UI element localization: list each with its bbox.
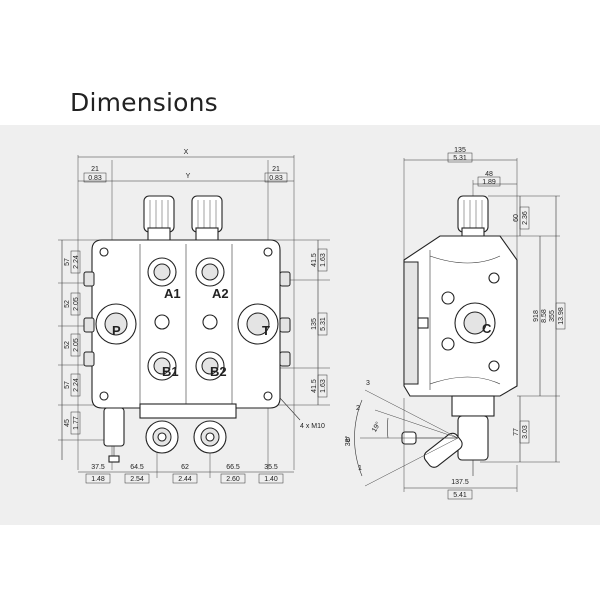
svg-text:52: 52: [64, 341, 71, 349]
dim-bottom-1: 37.5 1.48: [85, 464, 111, 484]
port-b2: [195, 351, 225, 381]
svg-text:41.5: 41.5: [311, 253, 318, 267]
svg-text:2.44: 2.44: [178, 476, 192, 483]
port-a1: [147, 257, 177, 287]
svg-text:135: 135: [311, 318, 318, 330]
label-p: P: [112, 323, 121, 338]
svg-text:2.60: 2.60: [226, 476, 240, 483]
side-view: 135 5.31 48 1.89 60 2.36 918 8.58 355: [344, 147, 566, 500]
lever-pos-3: 3: [366, 380, 370, 387]
dim-right-3: 41.5 1.63: [311, 374, 328, 398]
svg-text:1.63: 1.63: [320, 379, 327, 393]
port-a2: [195, 257, 225, 287]
page-title: Dimensions: [70, 88, 218, 117]
drawing-panel: X Y 21 0.83 21 0.83 57 2.24 52 2.05: [0, 125, 600, 525]
port-t: [237, 303, 279, 345]
dim-y-label: Y: [186, 173, 191, 180]
label-t: T: [262, 323, 270, 338]
dim-top-right-mm: 21: [272, 166, 280, 173]
dim-left-2: 52 2.05: [64, 292, 81, 316]
dim-right-1: 41.5 1.63: [311, 248, 328, 272]
label-b1: B1: [162, 364, 179, 379]
relief-cap-left: [143, 195, 175, 243]
svg-text:48: 48: [485, 171, 493, 178]
svg-text:1.48: 1.48: [91, 476, 105, 483]
svg-text:64.5: 64.5: [130, 464, 144, 471]
technical-drawing: X Y 21 0.83 21 0.83 57 2.24 52 2.05: [58, 147, 566, 500]
svg-text:57: 57: [64, 381, 71, 389]
spool-end-left: [145, 420, 179, 454]
label-b2: B2: [210, 364, 227, 379]
dim-side-right-4: 77 3.03: [513, 420, 530, 444]
relief-cap-right: [191, 195, 223, 243]
dim-left-5: 45 1.77: [64, 411, 81, 435]
svg-text:2.24: 2.24: [73, 378, 80, 392]
dim-top-left-mm: 21: [91, 166, 99, 173]
dim-left-4: 57 2.24: [64, 373, 81, 397]
dim-right-2: 135 5.31: [311, 312, 328, 336]
dim-side-right-1: 60 2.36: [513, 206, 530, 230]
svg-text:45: 45: [64, 419, 71, 427]
svg-text:135: 135: [454, 147, 466, 154]
dim-side-right-3: 355 13.98: [549, 302, 566, 330]
svg-text:2.24: 2.24: [73, 255, 80, 269]
spool-end-right: [193, 420, 227, 454]
label-a1: A1: [164, 286, 181, 301]
dim-top-left-in: 0.83: [88, 175, 102, 182]
svg-text:35.5: 35.5: [264, 464, 278, 471]
svg-text:1.63: 1.63: [320, 253, 327, 267]
dim-top-right-in: 0.83: [269, 175, 283, 182]
lever-angle-b: 19°: [370, 420, 382, 433]
lever-pos-2: 2: [356, 405, 360, 412]
svg-text:8.58: 8.58: [541, 309, 548, 323]
dim-bottom-3: 62 2.44: [172, 464, 198, 484]
dim-side-top-2: 48 1.89: [477, 171, 501, 187]
dim-side-bottom: 137.5 5.41: [447, 479, 473, 500]
svg-text:5.41: 5.41: [453, 492, 467, 499]
label-c: C: [482, 321, 492, 336]
svg-text:137.5: 137.5: [451, 479, 469, 486]
svg-text:1.77: 1.77: [73, 416, 80, 430]
svg-text:13.98: 13.98: [558, 307, 565, 325]
svg-text:1.40: 1.40: [264, 476, 278, 483]
front-view: X Y 21 0.83 21 0.83 57 2.24 52 2.05: [58, 149, 330, 484]
svg-text:1.89: 1.89: [482, 179, 496, 186]
svg-text:60: 60: [513, 214, 520, 222]
label-a2: A2: [212, 286, 229, 301]
svg-text:3.03: 3.03: [522, 425, 529, 439]
dim-bottom-5: 35.5 1.40: [258, 464, 284, 484]
port-c: [454, 302, 496, 344]
svg-text:41.5: 41.5: [311, 379, 318, 393]
dim-left-1: 57 2.24: [64, 250, 81, 274]
svg-text:2.05: 2.05: [73, 297, 80, 311]
svg-text:2.36: 2.36: [522, 211, 529, 225]
port-b1: [147, 351, 177, 381]
svg-text:2.54: 2.54: [130, 476, 144, 483]
svg-text:5.31: 5.31: [320, 317, 327, 331]
dim-x-label: X: [184, 149, 189, 156]
lever-pos-0: 0: [346, 437, 350, 444]
svg-text:2.05: 2.05: [73, 338, 80, 352]
svg-text:77: 77: [513, 428, 520, 436]
svg-text:5.31: 5.31: [453, 155, 467, 162]
dim-left-3: 52 2.05: [64, 333, 81, 357]
label-mounting: 4 x M10: [300, 423, 325, 430]
dim-bottom-4: 66.5 2.60: [220, 464, 246, 484]
svg-text:52: 52: [64, 300, 71, 308]
svg-text:57: 57: [64, 258, 71, 266]
svg-text:62: 62: [181, 464, 189, 471]
svg-text:37.5: 37.5: [91, 464, 105, 471]
svg-text:355: 355: [549, 310, 556, 322]
side-relief-cap: [457, 195, 489, 241]
lever-angle-a: 38°: [344, 436, 352, 447]
svg-text:918: 918: [533, 310, 540, 322]
lever-pos-1: 1: [358, 465, 362, 472]
dim-side-right-2: 918 8.58: [533, 309, 548, 323]
dim-side-top-1: 135 5.31: [447, 147, 473, 163]
dim-bottom-2: 64.5 2.54: [124, 464, 150, 484]
port-p: [95, 303, 137, 345]
svg-text:66.5: 66.5: [226, 464, 240, 471]
